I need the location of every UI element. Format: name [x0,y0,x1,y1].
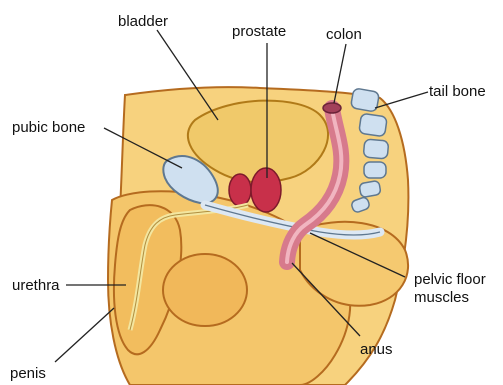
colon-opening [323,103,341,113]
vertebra [364,162,386,178]
vertebra [359,180,381,197]
label-tail-bone: tail bone [429,83,486,100]
prostate-right-lobe [251,168,281,212]
label-pelvic-floor-muscles-line2: muscles [414,289,469,306]
label-pelvic-floor-muscles-line1: pelvic floor [414,271,486,288]
label-pubic-bone: pubic bone [12,119,85,136]
label-urethra: urethra [12,277,60,294]
scrotum [163,254,247,326]
label-anus: anus [360,341,393,358]
label-bladder: bladder [118,13,168,30]
label-prostate: prostate [232,23,286,40]
leader-penis [55,308,114,362]
vertebra [359,113,388,136]
vertebra [363,139,388,159]
label-penis: penis [10,365,46,382]
prostate-left-lobe [229,174,251,206]
label-colon: colon [326,26,362,43]
